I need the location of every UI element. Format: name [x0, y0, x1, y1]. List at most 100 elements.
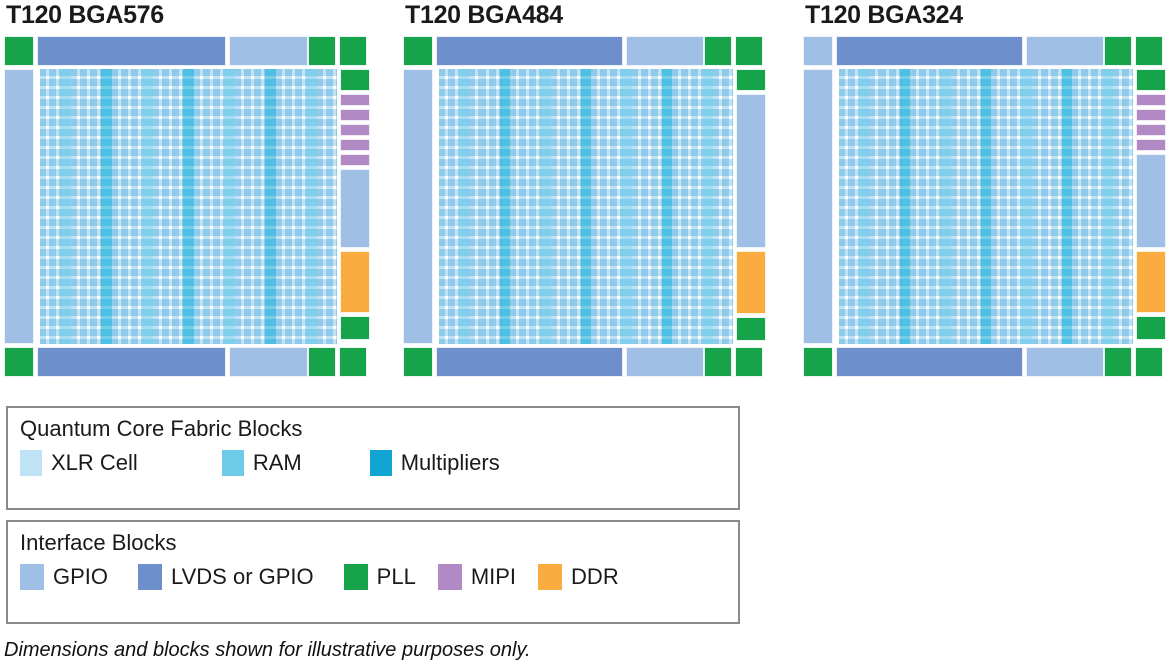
- fabric-column-ram: [1021, 69, 1032, 344]
- fabric-column-xlr: [1041, 69, 1052, 344]
- fabric-column-xlr: [722, 69, 733, 344]
- fabric-column-xlr: [631, 69, 642, 344]
- right-column-ddr: [1136, 251, 1166, 313]
- fabric-column-ram: [621, 69, 632, 344]
- fabric-column-xlr: [439, 69, 450, 344]
- fabric-column-xlr: [520, 69, 531, 344]
- fabric-column-xlr: [275, 69, 286, 344]
- legend-swatch-ram: [221, 450, 244, 476]
- chip-package-1: T120 BGA484: [403, 0, 766, 377]
- right-column-mipi: [340, 94, 370, 106]
- fabric-column-xlr: [601, 69, 612, 344]
- top-bar-gpio: [626, 36, 704, 66]
- left-column-gpio: [403, 69, 433, 344]
- legend-item-pll: PLL: [343, 564, 416, 590]
- legend-item-gpio: GPIO: [20, 564, 108, 590]
- right-column-pll: [340, 69, 370, 91]
- fabric-column-xlr: [509, 69, 521, 344]
- fabric-column-xlr: [214, 69, 225, 344]
- top-bar-gpio: [1026, 36, 1104, 66]
- left-column-gpio: [803, 69, 833, 344]
- fabric-column-ram: [142, 69, 153, 344]
- bottom-bar-pll: [1135, 347, 1163, 377]
- legend-label-ram: RAM: [252, 450, 302, 475]
- fabric-column-ram: [224, 69, 235, 344]
- bottom-bar-gpio: [1026, 347, 1104, 377]
- fabric-column-xlr: [121, 69, 133, 344]
- right-column-mipi: [1136, 109, 1166, 121]
- fabric-column-xlr: [909, 69, 921, 344]
- fabric-column-xlr: [316, 69, 327, 344]
- bottom-bar-gpio: [229, 347, 308, 377]
- bottom-bar-left-pll: [403, 347, 433, 377]
- fabric-column-ram: [940, 69, 951, 344]
- bottom-bar-gpio: [626, 347, 704, 377]
- right-column-gpio: [340, 169, 370, 248]
- right-column-mipi: [340, 139, 370, 151]
- right-column-pll: [1136, 316, 1166, 340]
- fabric-column-xlr: [1082, 69, 1093, 344]
- fabric-column-xlr: [839, 69, 850, 344]
- fabric-column-xlr: [234, 69, 245, 344]
- fabric-column-xlr: [879, 69, 890, 344]
- fabric-column-xlr: [570, 69, 581, 344]
- legend-label-pll: PLL: [376, 564, 416, 589]
- fabric-column-xlr: [1112, 69, 1123, 344]
- fabric-column-xlr: [920, 69, 931, 344]
- bottom-bar-lvds-or-gpio: [37, 347, 226, 377]
- chip-title: T120 BGA484: [405, 1, 563, 29]
- legend-title: Interface Blocks: [20, 530, 177, 555]
- fabric-column-xlr: [849, 69, 860, 344]
- fabric-column-xlr: [469, 69, 480, 344]
- chip-package-0: T120 BGA576: [4, 0, 370, 377]
- legend-title: Quantum Core Fabric Blocks: [20, 416, 303, 441]
- legend-label-gpio: GPIO: [53, 564, 109, 589]
- fabric-column-mult: [662, 69, 673, 344]
- top-bar-pll: [339, 36, 367, 66]
- right-column-gpio: [1136, 154, 1166, 248]
- fabric-column-xlr: [326, 69, 337, 344]
- fabric-column-mult: [899, 69, 910, 344]
- legend-item-mipi: MIPI: [437, 564, 517, 590]
- fabric-column-xlr: [550, 69, 561, 344]
- fabric-column-ram: [1102, 69, 1113, 344]
- fabric-column-ram: [459, 69, 470, 344]
- legend-swatch-gpio: [20, 564, 44, 590]
- fabric-column-xlr: [530, 69, 541, 344]
- chip-diagrams: T120 BGA576 T120 BGA484 T120 BGA324: [4, 0, 1166, 377]
- fabric-column-xlr: [70, 69, 81, 344]
- legend-swatch-multipliers: [369, 450, 392, 476]
- top-bar-lvds-or-gpio: [836, 36, 1023, 66]
- fabric-column-xlr: [296, 69, 307, 344]
- package-body: [4, 36, 370, 377]
- right-column-mipi: [340, 154, 370, 166]
- legend-label-multipliers: Multipliers: [400, 450, 500, 475]
- fabric-column-xlr: [479, 69, 490, 344]
- fabric-column-mult: [265, 69, 276, 344]
- fabric-column-xlr: [285, 69, 297, 344]
- right-column-mipi: [1136, 139, 1166, 151]
- top-bar-left-pll: [4, 36, 34, 66]
- fabric-column-mult: [980, 69, 992, 344]
- fabric-column-xlr: [960, 69, 971, 344]
- right-column-pll: [736, 317, 766, 341]
- fabric-column-xlr: [152, 69, 163, 344]
- right-column-ddr: [340, 251, 370, 313]
- bottom-bar-pll: [1104, 347, 1132, 377]
- fabric-column-xlr: [255, 69, 266, 344]
- fabric-column-mult: [1062, 69, 1073, 344]
- legend-label-mipi: MIPI: [470, 564, 517, 589]
- fabric-column-mult: [183, 69, 194, 344]
- top-bar-pll: [1104, 36, 1132, 66]
- top-bar-gpio: [229, 36, 308, 66]
- top-bar-pll: [308, 36, 336, 66]
- fabric-column-mult: [101, 69, 112, 344]
- legend-swatch-lvds-or-gpio: [138, 564, 163, 590]
- legend-label-xlr-cell: XLR Cell: [51, 450, 138, 475]
- right-column-ddr: [736, 251, 766, 314]
- fabric-column-mult: [580, 69, 592, 344]
- bottom-bar-left-pll: [803, 347, 833, 377]
- fabric-column-xlr: [672, 69, 683, 344]
- chip-package-2: T120 BGA324: [803, 0, 1166, 377]
- right-column-pll: [340, 316, 370, 340]
